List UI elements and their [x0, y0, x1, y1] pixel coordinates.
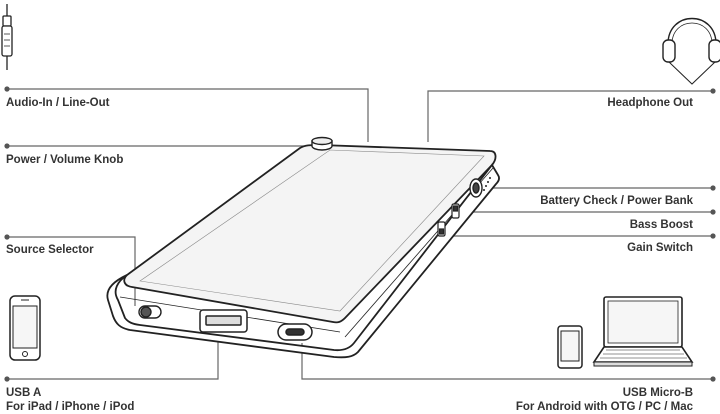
bass-boost-switch — [451, 203, 460, 219]
device-front — [106, 163, 500, 359]
label-headphone-out: Headphone Out — [607, 97, 693, 109]
headphones-icon — [662, 18, 720, 85]
volume-knob — [311, 136, 333, 151]
headphone-jack — [469, 178, 483, 198]
label-usb-micro-sub: For Android with OTG / PC / Mac — [515, 401, 693, 413]
label-usb-micro: USB Micro-B — [622, 387, 693, 399]
label-usb-a: USB A — [6, 387, 42, 399]
audio-jack-icon — [1, 4, 13, 70]
smartphone-icon — [9, 295, 41, 361]
gain-switch — [437, 221, 446, 237]
label-power-volume: Power / Volume Knob — [6, 154, 124, 166]
label-audio-in: Audio-In / Line-Out — [6, 97, 110, 109]
callout-headphone — [427, 90, 713, 142]
usb-a-port — [199, 309, 248, 333]
usb-micro-port — [277, 323, 313, 341]
callout-usb-micro — [301, 343, 713, 380]
device-top — [123, 144, 497, 324]
label-source-selector: Source Selector — [6, 244, 94, 256]
device-top-inner — [139, 149, 485, 312]
label-gain-switch: Gain Switch — [627, 242, 693, 254]
source-selector-switch — [138, 305, 162, 319]
label-bass-boost: Bass Boost — [629, 219, 693, 231]
battery-leds — [483, 177, 491, 191]
callout-lines — [7, 88, 713, 380]
amplifier-device — [106, 136, 500, 359]
callout-dots — [4, 86, 716, 382]
laptop-icon — [592, 296, 694, 367]
callout-audio-in — [7, 88, 369, 142]
label-usb-a-sub: For iPad / iPhone / iPod — [6, 401, 135, 413]
callout-usb-a — [7, 335, 219, 380]
tablet-icon — [557, 325, 583, 369]
label-battery-check: Battery Check / Power Bank — [540, 195, 693, 207]
